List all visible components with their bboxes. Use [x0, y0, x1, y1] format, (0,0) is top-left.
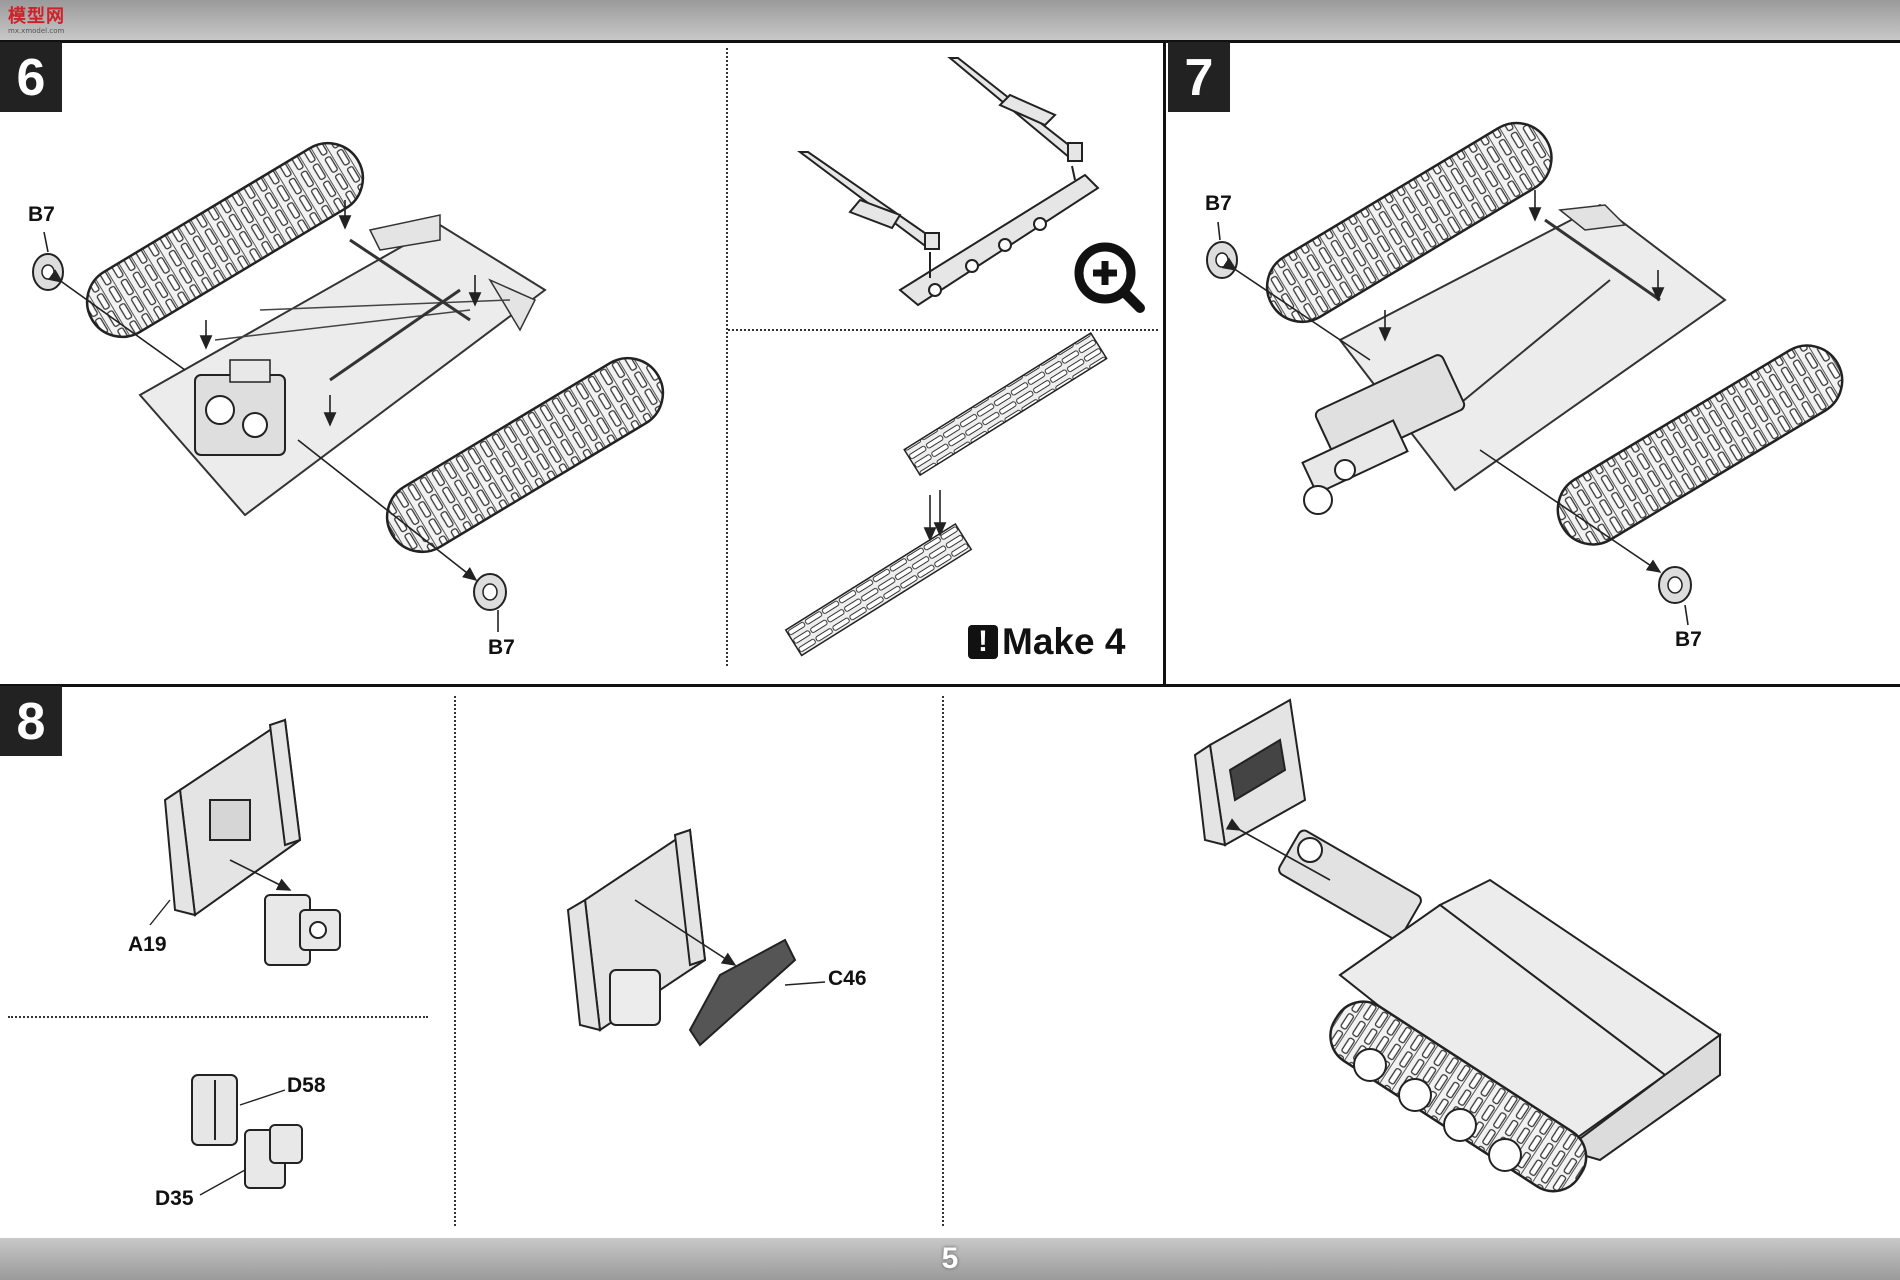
- step8-d58-leader: [239, 1089, 286, 1106]
- step6-transmission: [194, 359, 286, 456]
- step8-final-track: [1329, 1000, 1588, 1193]
- frame-top: [0, 40, 1900, 43]
- step8-c46-plate: [688, 938, 797, 1047]
- step6-sprocket-left: [32, 253, 64, 291]
- page-number: 5: [941, 1242, 959, 1275]
- magnifier-plus-icon: [1074, 242, 1145, 313]
- step6-left-track: [85, 141, 365, 339]
- step7-left-track: [1265, 121, 1553, 324]
- bottom-band: [0, 1238, 1900, 1280]
- frame-divider-step7: [1163, 40, 1166, 686]
- step8-c46-arrow: [634, 899, 737, 966]
- step-8-badge: 8: [0, 686, 62, 756]
- detail-suspension-arms: [797, 57, 1100, 307]
- step6-arrows: [43, 200, 499, 632]
- label-d35: D35: [155, 1187, 194, 1210]
- divider-step8-a: [454, 696, 456, 1226]
- divider-detail-split: [728, 329, 1158, 331]
- step8-middle-shield: [566, 828, 707, 1032]
- label-b7-step6-bottom: B7: [488, 636, 515, 659]
- divider-step8-b: [942, 696, 944, 1226]
- step8-d35-part: [244, 1124, 303, 1189]
- top-band: [0, 0, 1900, 40]
- step8-a19-leader: [149, 899, 171, 926]
- step8-d58-part: [191, 1074, 238, 1146]
- step8-a19-arrow: [229, 859, 292, 891]
- step-7-badge: 7: [1168, 42, 1230, 112]
- label-c46: C46: [828, 967, 867, 990]
- step8-final-arrow: [1225, 818, 1331, 881]
- step8-a19-mount: [264, 894, 341, 966]
- step8-final-gun: [1278, 829, 1422, 941]
- divider-step6-detail: [726, 48, 728, 666]
- step8-c46-leader: [784, 981, 826, 986]
- frame-middle: [0, 684, 1900, 687]
- step6-sprocket-bottom: [473, 573, 507, 611]
- step8-final-wheels: [1353, 1048, 1522, 1172]
- label-d58: D58: [287, 1074, 326, 1097]
- step-6-badge: 6: [0, 42, 62, 112]
- label-a19: A19: [128, 933, 167, 956]
- label-b7-step7-bottom: B7: [1675, 628, 1702, 651]
- label-b7-step6-left: B7: [28, 203, 55, 226]
- label-b7-step7-left: B7: [1205, 192, 1232, 215]
- step8-final-shield: [1193, 698, 1307, 847]
- divider-step8-left-split: [8, 1016, 428, 1018]
- detail-track-runs: [784, 332, 1108, 657]
- step7-sprocket-bottom: [1658, 566, 1692, 604]
- make-4-note: ! Make 4: [968, 621, 1125, 663]
- warning-icon: !: [968, 625, 998, 659]
- step8-final-hull: [1338, 878, 1722, 1162]
- step8-d35-leader: [199, 1169, 246, 1196]
- step8-a19-shield: [163, 718, 302, 917]
- make-4-text: Make 4: [1002, 621, 1126, 662]
- step7-right-track: [1556, 344, 1844, 546]
- step6-right-track: [385, 356, 665, 554]
- step7-sprocket-left: [1206, 241, 1238, 279]
- step7-gun-assembly: [1301, 354, 1466, 515]
- step7-arrows: [1217, 190, 1689, 626]
